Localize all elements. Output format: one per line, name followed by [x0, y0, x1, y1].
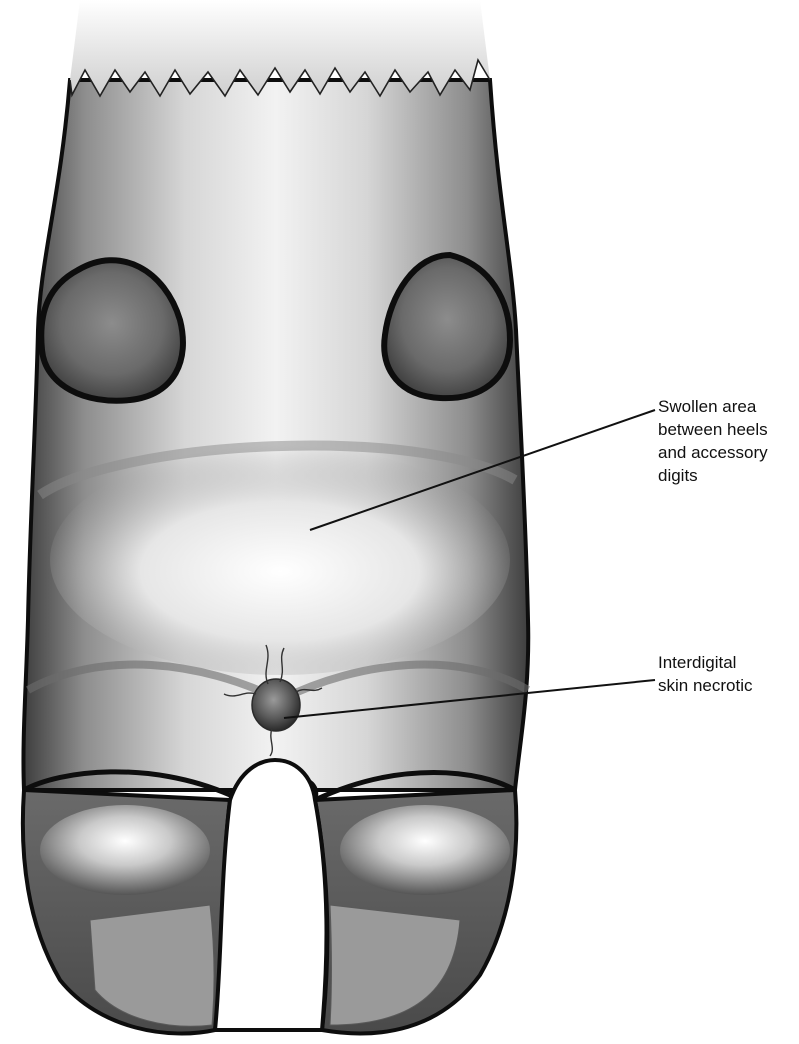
- accessory-digit-left: [41, 260, 183, 401]
- label-swollen-line-3: and accessory: [658, 443, 768, 462]
- necrotic-lesion: [252, 679, 300, 731]
- label-swollen-area: Swollen area between heels and accessory…: [658, 397, 772, 485]
- label-interdigital-line-1: Interdigital: [658, 653, 736, 672]
- heel-bulb-right: [340, 805, 510, 895]
- label-interdigital-line-2: skin necrotic: [658, 676, 753, 695]
- label-swollen-line-4: digits: [658, 466, 698, 485]
- label-interdigital: Interdigital skin necrotic: [658, 653, 753, 695]
- interdigital-cleft: [215, 760, 326, 1030]
- heel-bulb-left: [40, 805, 210, 895]
- label-swollen-line-1: Swollen area: [658, 397, 757, 416]
- swollen-area: [50, 445, 510, 675]
- label-swollen-line-2: between heels: [658, 420, 768, 439]
